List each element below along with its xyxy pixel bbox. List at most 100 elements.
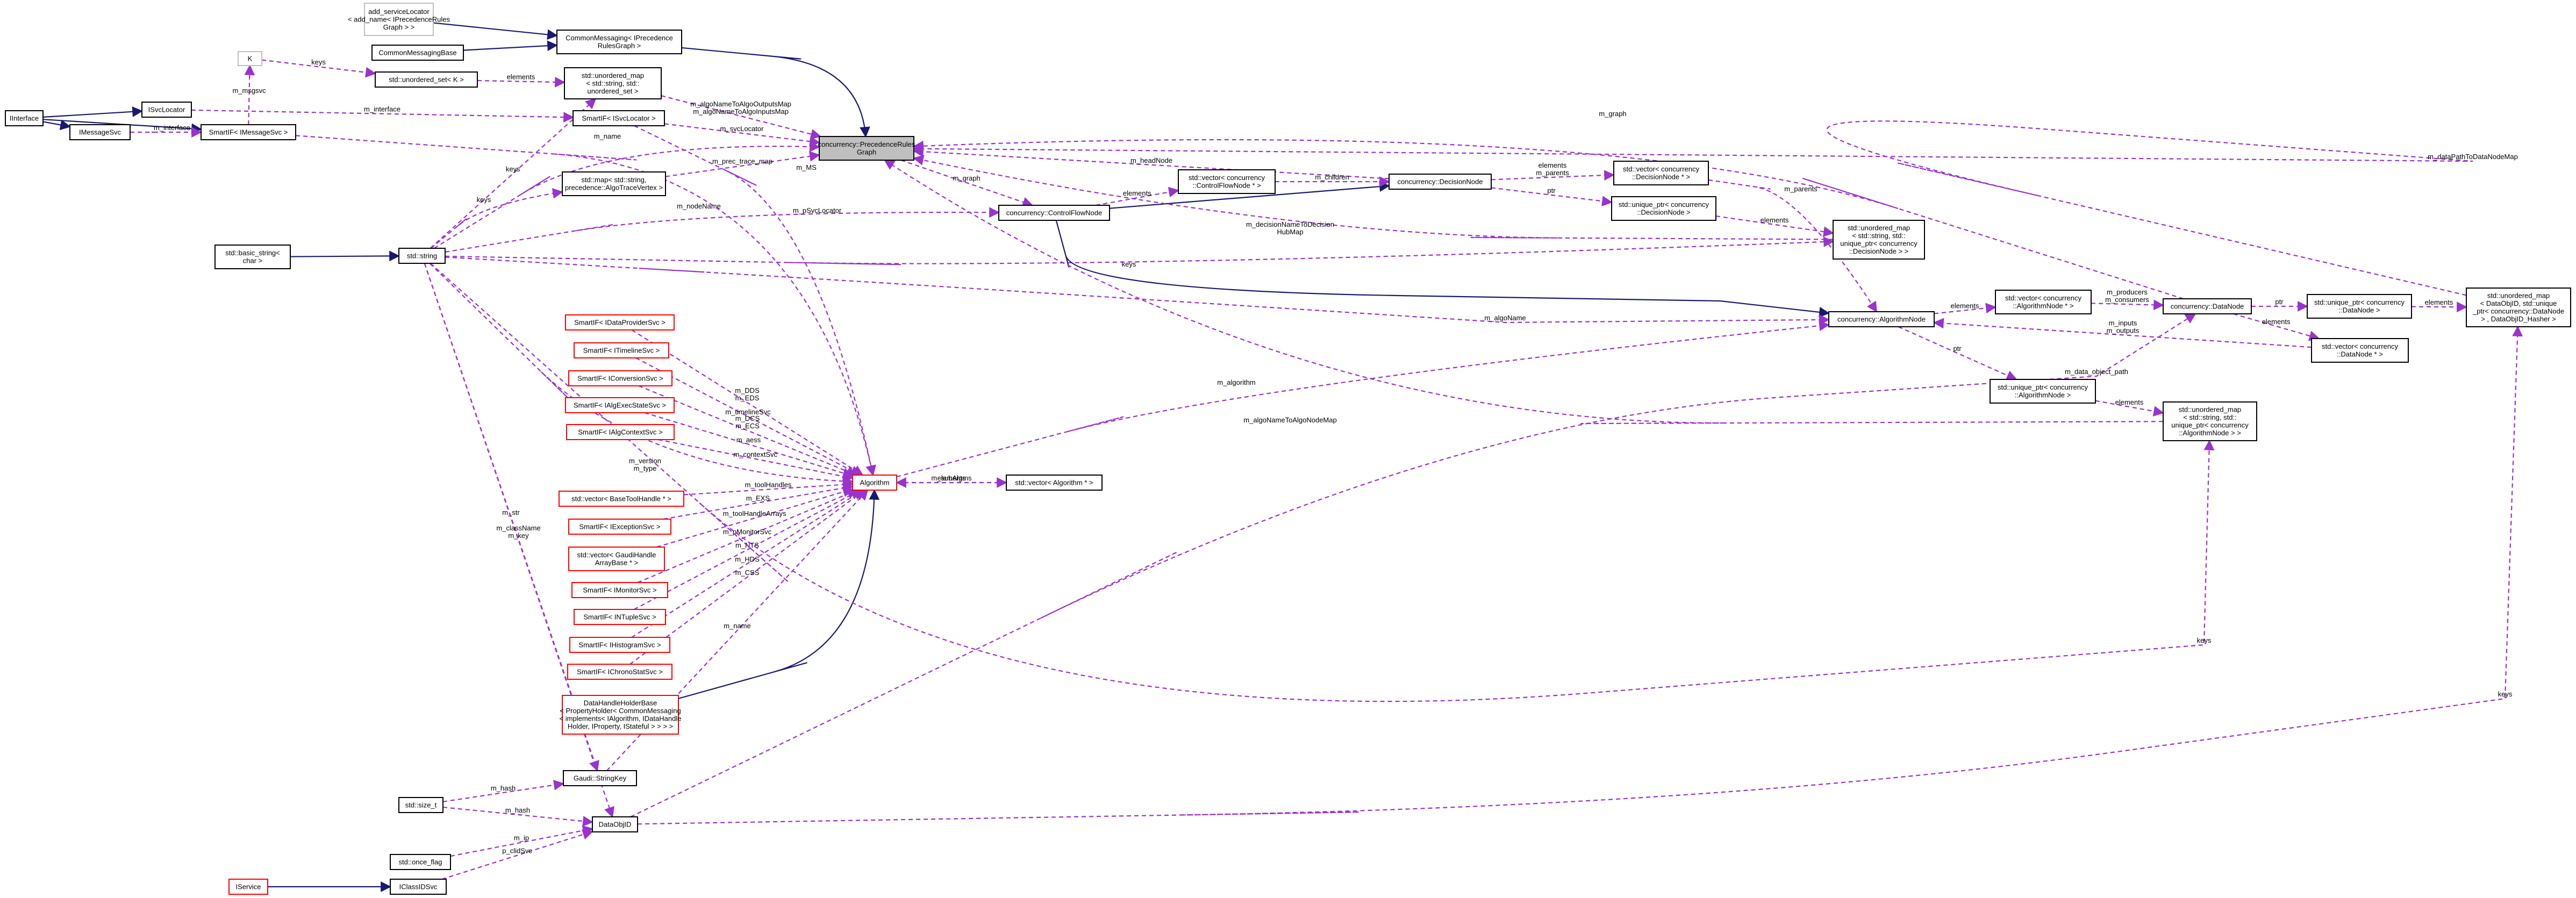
- node-label-line: SmartIF< IChronoStatSvc >: [577, 667, 663, 676]
- class-node-data-obj-id[interactable]: DataObjID: [592, 816, 638, 832]
- node-label-line: std::vector< concurrency: [2005, 294, 2081, 302]
- member-edge: [634, 490, 862, 610]
- class-node-interface[interactable]: IInterface: [5, 110, 44, 126]
- class-node-unique-algorithm-node[interactable]: std::unique_ptr< concurrency::AlgorithmN…: [1990, 379, 2096, 404]
- node-box: [238, 51, 262, 66]
- class-node-std-map-algo-trace[interactable]: std::map< std::string,precedence::AlgoTr…: [562, 171, 666, 196]
- member-edge: [1491, 170, 1615, 181]
- class-node-vec-algorithm-node[interactable]: std::vector< concurrency::AlgorithmNode …: [1995, 290, 2092, 314]
- node-label-line: std::vector< concurrency: [2322, 342, 2398, 350]
- node-label-line: ::DecisionNode >: [1637, 209, 1690, 217]
- node-label-line: SmartIF< IExceptionSvc >: [579, 522, 660, 530]
- class-node-map-data-obj-id[interactable]: std::unordered_map< DataObjID, std::uniq…: [2466, 288, 2571, 327]
- class-node-gaudi-string-key[interactable]: Gaudi::StringKey: [563, 770, 637, 786]
- edge-label: m_MS: [796, 163, 817, 171]
- edge-label: m_algoNameToAlgoOutputsMap: [690, 100, 791, 108]
- class-node-unique-data-node[interactable]: std::unique_ptr< concurrency::DataNode >: [2307, 294, 2412, 319]
- edge-label: m_parents: [1784, 185, 1817, 193]
- class-node-data-handle-holder-base[interactable]: DataHandleHolderBase< PropertyHolder< Co…: [560, 695, 682, 735]
- member-edge: [442, 806, 593, 827]
- class-node-smart-ifdata-provider[interactable]: SmartIF< IDataProviderSvc >: [565, 314, 675, 331]
- member-edge: [663, 483, 854, 520]
- class-node-add-service-locator[interactable]: add_serviceLocator< add_name< IPrecedenc…: [348, 3, 450, 36]
- class-node-smart-ifsvc-locator[interactable]: SmartIF< ISvcLocator >: [573, 110, 665, 126]
- member-edge: [2095, 400, 2164, 416]
- class-node-data-node[interactable]: concurrency::DataNode: [2163, 298, 2252, 314]
- edge-label: m_data_object_path: [2065, 368, 2128, 376]
- node-label-line: Gaudi::StringKey: [574, 774, 627, 782]
- node-label-line: SmartIF< ITimelineSvc >: [583, 346, 660, 354]
- node-label-line: RulesGraph >: [598, 42, 641, 50]
- class-node-smart-ifchrono[interactable]: SmartIF< IChronoStatSvc >: [567, 664, 672, 680]
- node-label-line: ::ControlFlowNode * >: [1192, 182, 1261, 190]
- class-node-smart-ifmonitor[interactable]: SmartIF< IMonitorSvc >: [571, 582, 668, 598]
- edge-label: keys: [2498, 690, 2513, 698]
- node-label-line: unordered_set >: [587, 87, 638, 95]
- inheritance-edge: [681, 47, 870, 138]
- class-node-basic-string[interactable]: std::basic_string<char >: [214, 245, 291, 269]
- class-node-control-flow-node[interactable]: concurrency::ControlFlowNode: [998, 205, 1110, 221]
- node-label-line: std::vector< concurrency: [1623, 165, 1699, 173]
- class-node-vec-algorithm[interactable]: std::vector< Algorithm * >: [1006, 475, 1103, 491]
- class-node-vec-base-tool-handle[interactable]: std::vector< BaseToolHandle * >: [559, 491, 684, 507]
- class-node-vec-data-node[interactable]: std::vector< concurrency::DataNode * >: [2311, 338, 2409, 363]
- edge-label: m_version: [629, 457, 661, 465]
- member-edge: [635, 357, 861, 476]
- class-node-algorithm-node[interactable]: concurrency::AlgorithmNode: [1828, 311, 1935, 327]
- class-node-smart-iftimeline[interactable]: SmartIF< ITimelineSvc >: [574, 342, 669, 358]
- class-node-unordered-set[interactable]: std::unordered_set< K >: [375, 71, 478, 88]
- class-node-iclass-idsvc[interactable]: IClassIDSvc: [390, 879, 447, 895]
- node-label-line: concurrency::PrecedenceRules: [818, 140, 915, 148]
- edge-label: keys: [506, 165, 520, 173]
- class-node-unique-decision[interactable]: std::unique_ptr< concurrency::DecisionNo…: [1611, 196, 1716, 221]
- class-node-smart-ifconversion[interactable]: SmartIF< IConversionSvc >: [568, 370, 672, 386]
- class-node-imessage-svc[interactable]: IMessageSvc: [69, 124, 131, 140]
- edge-label: m_EDS: [735, 394, 760, 402]
- class-node-smart-ifntuple[interactable]: SmartIF< INTupleSvc >: [574, 609, 666, 625]
- node-box: [852, 475, 897, 491]
- class-node-map-algo-unique[interactable]: std::unordered_map< std::string, std::un…: [2163, 401, 2257, 441]
- class-node-smart-ifhistogram[interactable]: SmartIF< IHistogramSvc >: [569, 637, 670, 653]
- inheritance-edge: [433, 22, 558, 40]
- node-box: [564, 67, 662, 99]
- edge-label: elements: [1951, 302, 1979, 310]
- class-node-unordered-map-std[interactable]: std::unordered_map< std::string, std::un…: [564, 67, 662, 99]
- class-node-iservice[interactable]: IService: [228, 879, 268, 895]
- edge-label: m_consumers: [2105, 296, 2149, 304]
- edge-label: m_name: [724, 622, 751, 630]
- class-node-isvc-locator[interactable]: ISvcLocator: [141, 102, 192, 118]
- class-node-map-decision-unique[interactable]: std::unordered_map< std::string, std::un…: [1833, 220, 1925, 260]
- class-node-vec-decision-node[interactable]: std::vector< concurrency::DecisionNode *…: [1613, 161, 1709, 185]
- edge-label: keys: [477, 196, 491, 204]
- node-box: [201, 124, 296, 140]
- edge-label: m_DCS: [735, 414, 760, 422]
- member-edge: [634, 125, 876, 476]
- class-node-vec-control-flow[interactable]: std::vector< concurrency::ControlFlowNod…: [1178, 169, 1276, 194]
- node-label-line: std::unordered_map: [2487, 292, 2550, 300]
- node-box: [574, 342, 669, 358]
- class-node-std-string[interactable]: std::string: [398, 248, 446, 264]
- class-node-std-once-flag[interactable]: std::once_flag: [390, 854, 451, 870]
- class-node-smart-ifalg-context[interactable]: SmartIF< IAlgContextSvc >: [566, 424, 675, 440]
- node-label-line: unique_ptr< concurrency: [1840, 240, 1917, 248]
- class-node-std-size-t[interactable]: std::size_t: [398, 797, 443, 813]
- class-node-common-messaging-base[interactable]: CommonMessagingBase: [371, 45, 464, 61]
- node-box: [998, 205, 1110, 221]
- class-node-smart-ifexception[interactable]: SmartIF< IExceptionSvc >: [568, 519, 671, 535]
- class-node-algorithm[interactable]: Algorithm: [852, 475, 897, 491]
- class-node-smart-ifalg-exec[interactable]: SmartIF< IAlgExecStateSvc >: [565, 397, 675, 413]
- member-edge: [644, 412, 854, 478]
- node-box: [574, 609, 666, 625]
- node-box: [1178, 169, 1276, 194]
- member-edge: [884, 159, 2164, 425]
- node-label-line: std::map< std::string,: [581, 176, 646, 184]
- class-node-smart-ifmessage-svc[interactable]: SmartIF< IMessageSvc >: [201, 124, 296, 140]
- member-edge: [244, 64, 255, 125]
- class-node-decision-node[interactable]: concurrency::DecisionNode: [1389, 174, 1492, 190]
- class-node-k[interactable]: K: [238, 51, 262, 66]
- node-label-line: SmartIF< IAlgContextSvc >: [578, 428, 663, 436]
- member-edge: [442, 780, 564, 802]
